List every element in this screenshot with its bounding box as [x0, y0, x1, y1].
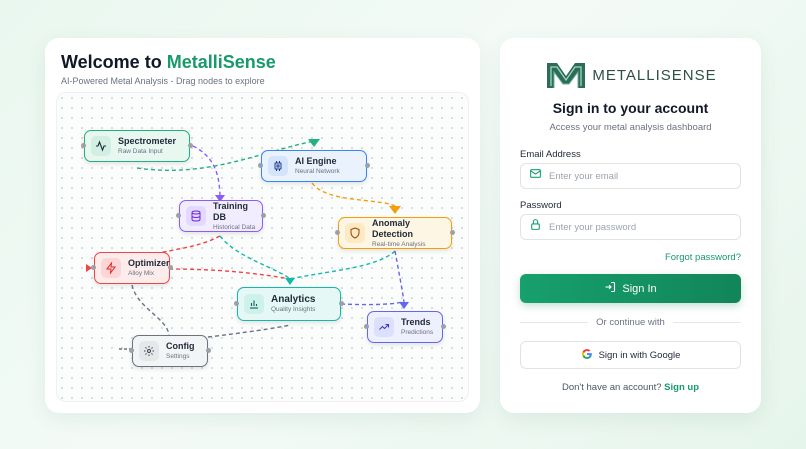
node-subtitle: Settings [166, 353, 190, 360]
divider: Or continue with [520, 316, 741, 328]
shield-icon [345, 223, 365, 243]
divider-line [672, 321, 741, 323]
brand-name: METALLISENSE [592, 66, 717, 84]
node-title: Trends [401, 317, 431, 327]
database-icon [186, 206, 206, 226]
sign-in-button-label: Sign In [622, 282, 657, 295]
node-port[interactable] [206, 348, 211, 353]
password-field[interactable] [520, 214, 741, 240]
node-port[interactable] [441, 324, 446, 329]
node-port[interactable] [234, 301, 239, 306]
edge-arrowhead [86, 264, 92, 272]
password-input[interactable] [549, 221, 729, 233]
node-title: AI Engine [295, 156, 337, 166]
signup-prompt: Don't have an account? [562, 382, 665, 393]
edge-anomaly-analytics [289, 250, 396, 280]
node-title: Anomaly Detection [372, 217, 414, 239]
password-label: Password [520, 200, 562, 211]
node-port[interactable] [81, 143, 86, 148]
divider-text: Or continue with [596, 316, 665, 328]
sign-in-button[interactable]: Sign In [520, 274, 741, 303]
google-button-label: Sign in with Google [598, 349, 681, 361]
node-subtitle: Real-time Analysis [372, 240, 426, 248]
node-subtitle: Neural Network [295, 168, 340, 175]
signup-link[interactable]: Sign up [664, 382, 699, 393]
node-title: Spectrometer [118, 136, 177, 146]
edge-analytics-trends [340, 301, 405, 306]
welcome-title-prefix: Welcome to [61, 52, 167, 72]
node-title: Config [166, 341, 195, 351]
cpu-icon [268, 156, 288, 176]
google-icon [581, 348, 593, 363]
signin-title: Sign in to your account [552, 100, 709, 116]
node-port[interactable] [365, 163, 370, 168]
edge-config-analytics [207, 324, 291, 338]
settings-icon [139, 341, 159, 361]
activity-icon [91, 136, 111, 156]
welcome-title-brand: MetalliSense [166, 52, 276, 72]
lock-icon [529, 218, 542, 236]
node-title: Training DB [213, 200, 249, 222]
node-port[interactable] [339, 301, 344, 306]
edge-ai-engine-anomaly [311, 182, 396, 207]
edge-arrowhead [308, 139, 320, 147]
welcome-title: Welcome to MetalliSense [61, 52, 276, 73]
node-title: Optimizer [128, 258, 170, 268]
edge-arrowhead [215, 195, 225, 202]
edge-optimizer-config [131, 284, 170, 336]
workflow-panel: Welcome to MetalliSense AI-Powered Metal… [45, 38, 480, 413]
node-subtitle: Historical Data [213, 223, 256, 231]
node-subtitle: Quality Insights [271, 306, 316, 313]
metallisense-logo-icon [547, 63, 586, 88]
node-port[interactable] [364, 324, 369, 329]
node-port[interactable] [129, 348, 134, 353]
node-port[interactable] [188, 143, 193, 148]
edge-optimizer-analytics [168, 268, 291, 280]
node-subtitle: Alloy Mix [128, 270, 155, 277]
welcome-subtitle: AI-Powered Metal Analysis - Drag nodes t… [61, 76, 265, 86]
edge-arrowhead [399, 302, 409, 309]
brand-logo: METALLISENSE [500, 60, 761, 90]
edge-spectrometer-training-db [192, 145, 221, 196]
forgot-password-link[interactable]: Forgot password? [664, 252, 741, 263]
signin-subtitle: Access your metal analysis dashboard [549, 122, 712, 133]
google-sign-in-button[interactable]: Sign in with Google [520, 341, 741, 369]
node-port[interactable] [335, 230, 340, 235]
email-field[interactable] [520, 163, 741, 189]
edge-arrowhead [285, 278, 295, 285]
node-port[interactable] [450, 230, 455, 235]
divider-line [520, 321, 589, 323]
node-port[interactable] [91, 265, 96, 270]
login-icon [604, 281, 616, 296]
trending-up-icon [374, 317, 394, 337]
node-port[interactable] [168, 265, 173, 270]
sign-in-panel: METALLISENSE Sign in to your account Acc… [500, 38, 761, 413]
signup-row: Don't have an account? Sign up [500, 382, 761, 393]
email-label: Email Address [520, 149, 581, 160]
bar-chart-icon [244, 294, 264, 314]
node-port[interactable] [258, 163, 263, 168]
node-subtitle: Predictions [401, 329, 434, 336]
node-port[interactable] [261, 213, 266, 218]
mail-icon [529, 167, 542, 185]
zap-icon [101, 258, 121, 278]
node-subtitle: Raw Data Input [118, 148, 163, 155]
edge-anomaly-trends [394, 250, 405, 303]
node-title: Analytics [271, 294, 316, 305]
edge-arrowhead [389, 206, 401, 214]
email-input[interactable] [549, 170, 729, 182]
edge-spectrometer-ai-engine [136, 140, 315, 171]
edge-training-db-analytics [219, 235, 291, 280]
node-port[interactable] [176, 213, 181, 218]
